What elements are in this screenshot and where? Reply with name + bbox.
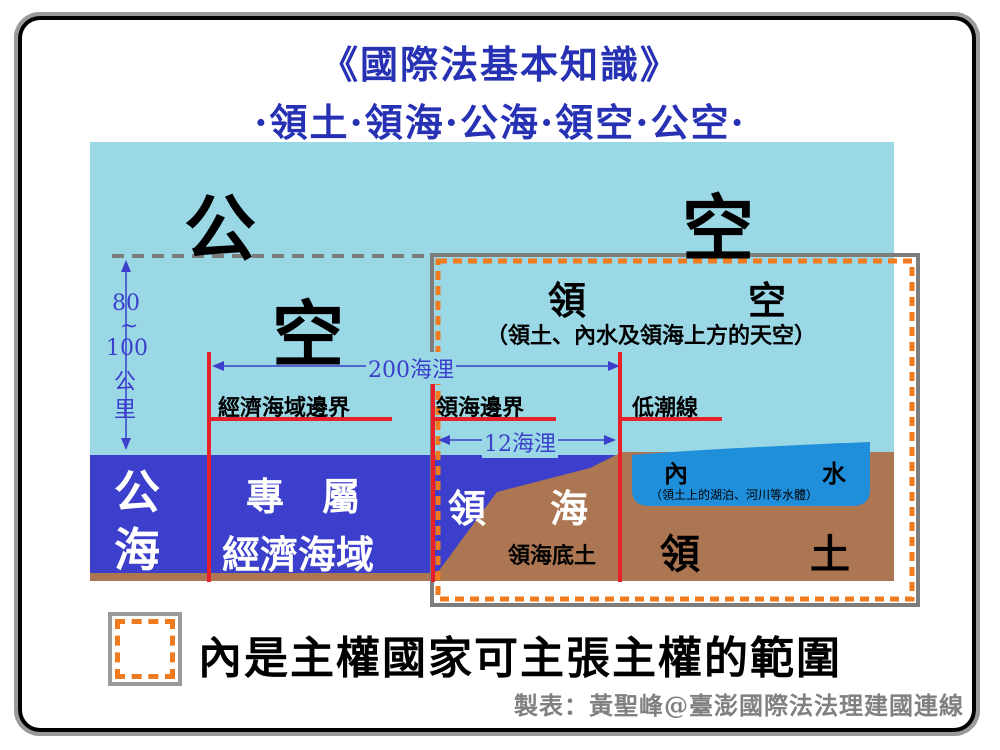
territorial-sea-right-label: 海 bbox=[550, 486, 589, 531]
territorial-sea-boundary-label: 領海邊界 bbox=[436, 395, 525, 421]
legend-text: 內是主權國家可主張主權的範圍 bbox=[198, 633, 842, 684]
internal-waters-right-label: 水 bbox=[822, 459, 846, 488]
internal-waters-left-label: 內 bbox=[664, 459, 688, 488]
legend-swatch bbox=[108, 612, 182, 686]
high-seas-label-line2: 海 bbox=[114, 523, 160, 577]
distance-12-arrow-left bbox=[438, 435, 450, 445]
page-subtitle: ·領土·領海·公海·領空·公空· bbox=[254, 100, 746, 145]
lower-airspace-label: 空 bbox=[272, 292, 345, 377]
distance-200-label: 200海浬 bbox=[366, 352, 456, 384]
seabed-strip bbox=[90, 573, 624, 581]
altitude-arrow-up bbox=[121, 260, 131, 272]
distance-200-arrow-right bbox=[608, 361, 620, 371]
altitude-line5: 里 bbox=[114, 398, 137, 423]
upper-airspace-right-label: 空 bbox=[682, 186, 755, 271]
distance-200-arrow-left bbox=[212, 361, 224, 371]
sovereignty-border-dashed bbox=[435, 258, 915, 602]
altitude-line3: 100 bbox=[106, 336, 148, 361]
eez-boundary-label: 經濟海域邊界 bbox=[218, 395, 351, 421]
territorial-airspace-note: （領土、內水及領海上方的天空） bbox=[486, 323, 817, 349]
territorial-airspace-right-label: 空 bbox=[748, 278, 787, 323]
eez-label-line2: 經濟海域 bbox=[222, 532, 375, 577]
altitude-line4: 公 bbox=[114, 370, 137, 395]
territorial-sea-left-label: 領 bbox=[448, 486, 487, 531]
territory-right-label: 土 bbox=[810, 531, 850, 578]
eez-label-line1: 專 屬 bbox=[246, 474, 361, 519]
distance-12-arrow-right bbox=[604, 435, 616, 445]
altitude-line1: 80 bbox=[112, 291, 140, 316]
distance-12-label: 12海浬 bbox=[482, 426, 558, 458]
territorial-airspace-left-label: 領 bbox=[548, 278, 587, 323]
upper-airspace-left-label: 公 bbox=[184, 186, 257, 271]
internal-waters bbox=[632, 442, 870, 506]
credit-text: 製表：黃聖峰@臺澎國際法法理建國連線 bbox=[514, 691, 964, 720]
altitude-line2: ~ bbox=[120, 314, 139, 339]
internal-waters-note: （領土上的湖泊、河川等水體） bbox=[650, 488, 819, 502]
sky-area bbox=[90, 142, 894, 457]
legend-swatch-dashed bbox=[115, 619, 175, 679]
seabed-label: 領海底土 bbox=[508, 543, 597, 569]
altitude-arrow-down bbox=[121, 438, 131, 450]
low-tide-line-label: 低潮線 bbox=[632, 395, 699, 421]
territory-left-label: 領 bbox=[660, 531, 700, 578]
high-seas-label-line1: 公 bbox=[114, 465, 160, 519]
page-title: 《國際法基本知識》 bbox=[319, 42, 680, 87]
outer-dashed-frame bbox=[14, 12, 980, 736]
